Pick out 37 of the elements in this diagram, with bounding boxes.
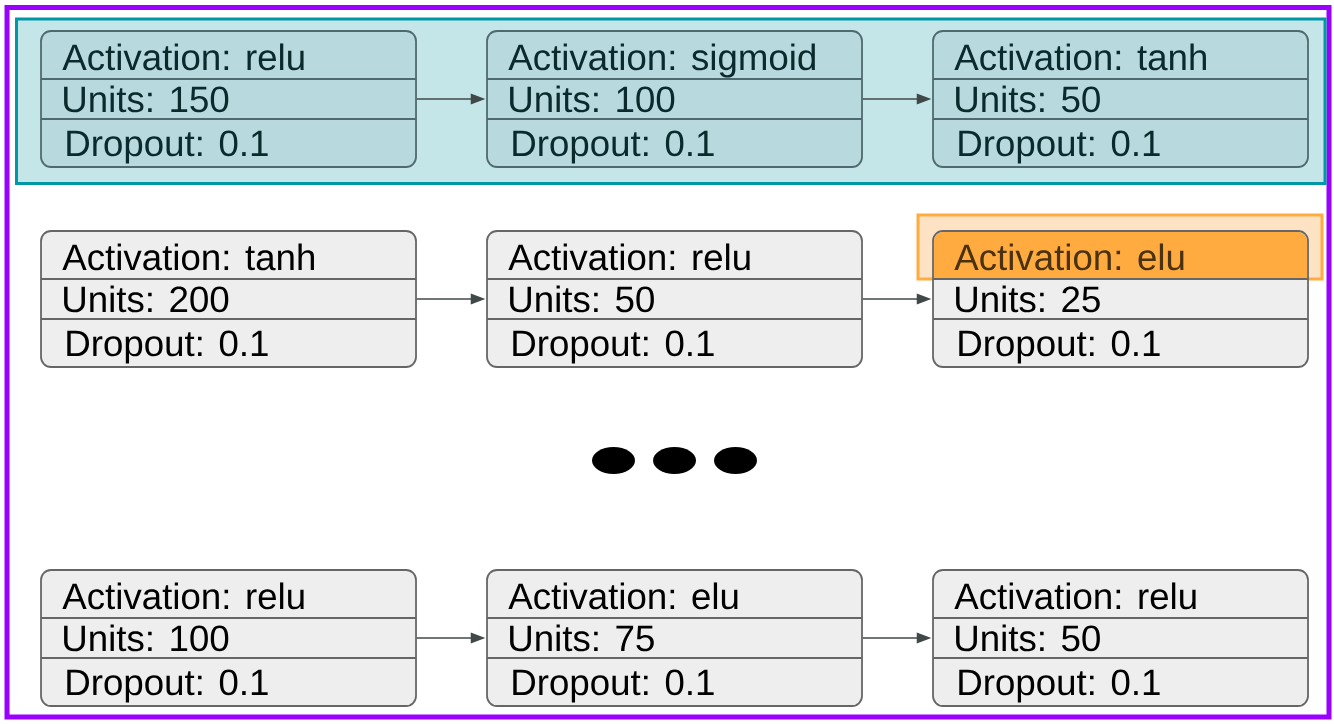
layer-box [486,230,863,368]
layer-box [40,230,417,368]
activation-label: Activation: elu [508,582,738,610]
units-label: Units: 75 [510,624,654,652]
activation-label: Activation: relu [954,582,1196,610]
dropout-label: Dropout: 0.1 [67,130,268,164]
activation-label: Activation: tanh [62,243,314,271]
units-label: Units: 50 [956,624,1100,652]
outer-frame [4,5,1332,720]
dropout-label: Dropout: 0.1 [513,669,714,703]
dropout-label: Dropout: 0.1 [67,330,268,364]
activation-label: Activation: relu [508,243,750,271]
units-label: Units: 25 [956,285,1100,313]
activation-label: Activation: sigmoid [508,43,815,78]
units-label: Units: 50 [956,85,1100,113]
units-label: Units: 100 [510,85,675,113]
units-label: Units: 50 [510,285,654,313]
activation-label: Activation: tanh [954,43,1206,71]
dropout-label: Dropout: 0.1 [513,330,714,364]
dropout-label: Dropout: 0.1 [959,330,1160,364]
dropout-label: Dropout: 0.1 [67,669,268,703]
layer-box [40,569,417,707]
dropout-label: Dropout: 0.1 [959,669,1160,703]
layer-box [932,230,1309,368]
layer-box [486,569,863,707]
layer-box [932,569,1309,707]
units-label: Units: 150 [64,85,229,113]
layer-box [40,30,417,168]
units-label: Units: 100 [64,624,229,652]
activation-label: Activation: elu [954,243,1184,271]
dropout-label: Dropout: 0.1 [959,130,1160,164]
layer-box [932,30,1309,168]
activation-label: Activation: relu [62,582,304,610]
units-label: Units: 200 [64,285,229,313]
layer-box [486,30,863,168]
dropout-label: Dropout: 0.1 [513,130,714,164]
activation-label: Activation: relu [62,43,304,71]
